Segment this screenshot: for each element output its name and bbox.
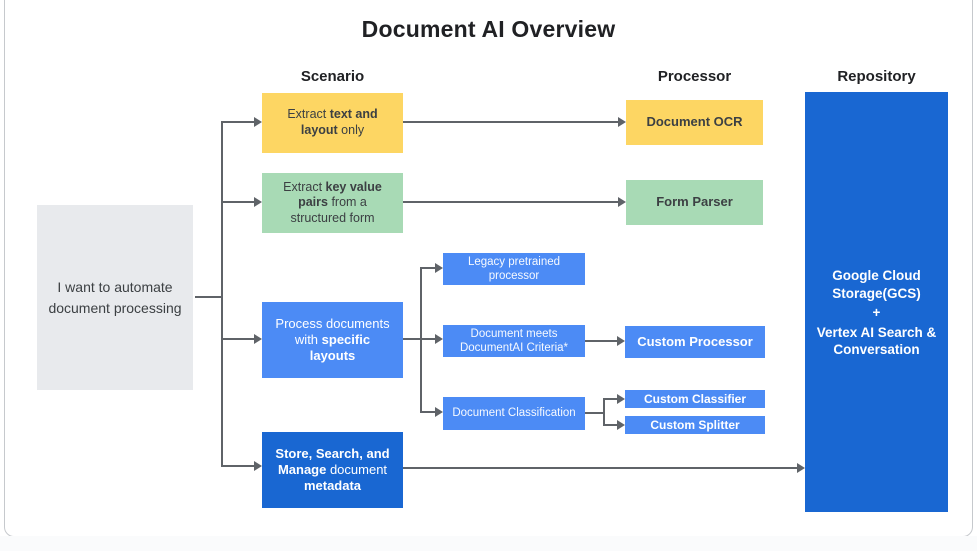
connector-branch-extract-text-line bbox=[222, 121, 254, 123]
arrowhead-custom-splitter bbox=[617, 420, 625, 430]
connector-process-exit-line bbox=[403, 338, 421, 340]
connector-branch-store-line bbox=[222, 465, 254, 467]
text-part: Document Classification bbox=[452, 407, 576, 420]
start-node-automate-document-processing: I want to automate document processing bbox=[37, 205, 193, 390]
text-part: Document meets DocumentAI Criteria* bbox=[459, 327, 568, 354]
processor-custom-classifier: Custom Classifier bbox=[625, 390, 765, 408]
arrowhead-legacy bbox=[435, 263, 443, 273]
arrowhead-document-ocr bbox=[618, 117, 626, 127]
text-part: from a structured form bbox=[290, 195, 375, 225]
text-part: Custom Processor bbox=[637, 333, 753, 349]
connector-classification-fork-line bbox=[603, 398, 605, 426]
text-part: Form Parser bbox=[656, 194, 733, 210]
branch-legacy-pretrained-processor: Legacy pretrained processor bbox=[443, 253, 585, 285]
connector-start-trunk-line bbox=[221, 121, 223, 467]
text-part: Legacy pretrained processor bbox=[467, 255, 561, 282]
branch-document-meets-criteria: Document meets DocumentAI Criteria* bbox=[443, 325, 585, 357]
processor-form-parser: Form Parser bbox=[626, 180, 763, 225]
column-header-repository: Repository bbox=[837, 68, 916, 85]
arrowhead-extract-kv bbox=[254, 197, 262, 207]
text-part-bold: metadata bbox=[303, 478, 362, 494]
scenario-label: Extract key value pairs from a structure… bbox=[272, 180, 393, 227]
text-part-bold: Store, Search, and Manage bbox=[275, 445, 390, 477]
connector-classification-exit-line bbox=[585, 412, 604, 414]
connector-fork-classifier-line bbox=[603, 398, 617, 400]
arrowhead-criteria bbox=[435, 334, 443, 344]
connector-branch-criteria-line bbox=[421, 338, 435, 340]
scenario-label: Store, Search, and Manage document metad… bbox=[272, 446, 393, 495]
text-part-bold: key value pairs bbox=[298, 179, 382, 210]
processor-custom-processor: Custom Processor bbox=[625, 326, 765, 358]
text-part-bold: text and layout bbox=[300, 107, 378, 137]
branch-document-classification: Document Classification bbox=[443, 397, 585, 430]
page-background-strip bbox=[0, 536, 977, 551]
connector-branch-specific-layouts-line bbox=[222, 338, 254, 340]
connector-criteria-to-custom-processor-line bbox=[585, 340, 617, 342]
text-part-bold: specific layouts bbox=[309, 331, 371, 364]
text-part: I want to automate document processing bbox=[48, 279, 182, 316]
column-header-processor: Processor bbox=[657, 68, 732, 85]
repository-plus: + bbox=[872, 305, 881, 321]
connector-branch-classification-line bbox=[421, 411, 435, 413]
column-header-scenario: Scenario bbox=[300, 68, 365, 85]
text-part: Document OCR bbox=[646, 114, 743, 130]
page-title: Document AI Overview bbox=[361, 16, 616, 42]
text-part: only bbox=[337, 123, 365, 137]
arrowhead-custom-classifier bbox=[617, 394, 625, 404]
repository-line1: Google Cloud Storage(GCS) bbox=[832, 268, 921, 301]
scenario-label: Extract text and layout only bbox=[272, 107, 393, 138]
repository-gcs-vertex-ai: Google Cloud Storage(GCS) + Vertex AI Se… bbox=[805, 92, 948, 512]
arrowhead-form-parser bbox=[618, 197, 626, 207]
text-part: Extract bbox=[283, 179, 326, 194]
connector-branch-legacy-line bbox=[421, 267, 435, 269]
connector-fork-splitter-line bbox=[603, 424, 617, 426]
text-part: Custom Classifier bbox=[643, 391, 747, 406]
text-part: Custom Splitter bbox=[650, 417, 740, 432]
arrowhead-repository bbox=[797, 463, 805, 473]
arrowhead-store bbox=[254, 461, 262, 471]
arrowhead-specific-layouts bbox=[254, 334, 262, 344]
connector-process-trunk-line bbox=[420, 267, 422, 413]
text-part: Process documents with bbox=[275, 315, 390, 347]
connector-store-to-repository-line bbox=[403, 467, 797, 469]
connector-branch-extract-kv-line bbox=[222, 201, 254, 203]
arrowhead-classification bbox=[435, 407, 443, 417]
scenario-extract-text-layout: Extract text and layout only bbox=[262, 93, 403, 153]
scenario-store-search-manage: Store, Search, and Manage document metad… bbox=[262, 432, 403, 508]
text-part: document bbox=[326, 461, 388, 477]
processor-document-ocr: Document OCR bbox=[626, 100, 763, 145]
arrowhead-extract-text bbox=[254, 117, 262, 127]
connector-extract-kv-to-form-parser-line bbox=[403, 201, 618, 203]
scenario-process-specific-layouts: Process documents with specific layouts bbox=[262, 302, 403, 378]
arrowhead-custom-processor bbox=[617, 336, 625, 346]
text-part: Extract bbox=[287, 107, 330, 122]
connector-start-exit-line bbox=[195, 296, 222, 298]
processor-custom-splitter: Custom Splitter bbox=[625, 416, 765, 434]
repository-line2: Vertex AI Search & Conversation bbox=[816, 324, 937, 358]
connector-extract-text-to-ocr-line bbox=[403, 121, 618, 123]
scenario-label: Process documents with specific layouts bbox=[272, 316, 393, 365]
scenario-extract-key-value-pairs: Extract key value pairs from a structure… bbox=[262, 173, 403, 233]
